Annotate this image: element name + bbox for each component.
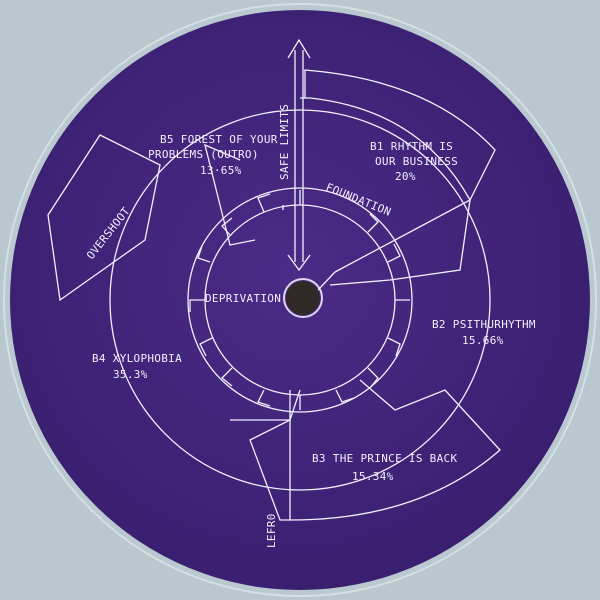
overshoot-box [47, 134, 161, 302]
track-b3-pct: 15.34% [352, 470, 394, 483]
track-b2-line1: B2 PSITHURHYTHM [432, 318, 536, 331]
track-b5-line1: B5 FOREST OF YOUR [160, 133, 278, 146]
sector-b1 [300, 69, 496, 273]
track-b1: B1 RHYTHM IS OUR BUSINESS 20% [370, 140, 458, 183]
safe-limits-label: SAFE LIMITS [278, 104, 291, 180]
track-b4-line1: B4 XYLOPHOBIA [92, 352, 182, 365]
sector-b4 [230, 389, 301, 521]
track-b5-pct: 13·65% [200, 164, 242, 177]
safe-limits-arrow [287, 38, 311, 272]
track-b4: B4 XYLOPHOBIA 35.3% [92, 352, 182, 381]
track-b1-line2: OUR BUSINESS [375, 155, 458, 168]
track-b5-line2: PROBLEMS (OUTRO) [148, 148, 259, 161]
track-b1-pct: 20% [395, 170, 416, 183]
diagram-mid-circle [187, 187, 413, 413]
track-b3-line1: B3 THE PRINCE IS BACK [312, 452, 457, 465]
track-b3: B3 THE PRINCE IS BACK 15.34% [312, 452, 457, 483]
track-b4-pct: 35.3% [113, 368, 148, 381]
track-b1-line1: B1 RHYTHM IS [370, 140, 453, 153]
deprivation-label: DEPRIVATION [205, 292, 281, 305]
track-b5: B5 FOREST OF YOUR PROBLEMS (OUTRO) 13·65… [148, 133, 278, 177]
spindle-hole-rim [283, 278, 323, 318]
track-b2-pct: 15.66% [462, 334, 504, 347]
vinyl-inner-ring [3, 3, 597, 597]
sector-b2 [329, 199, 471, 286]
sector-b5 [204, 143, 284, 246]
track-b2: B2 PSITHURHYTHM 15.66% [432, 318, 536, 347]
spindle-hole [286, 281, 320, 315]
sector-b3 [289, 379, 501, 521]
catalog-label: LEFR0 [265, 513, 278, 548]
diagram-outer-circle [109, 109, 491, 491]
deprivation-notches [189, 190, 410, 410]
